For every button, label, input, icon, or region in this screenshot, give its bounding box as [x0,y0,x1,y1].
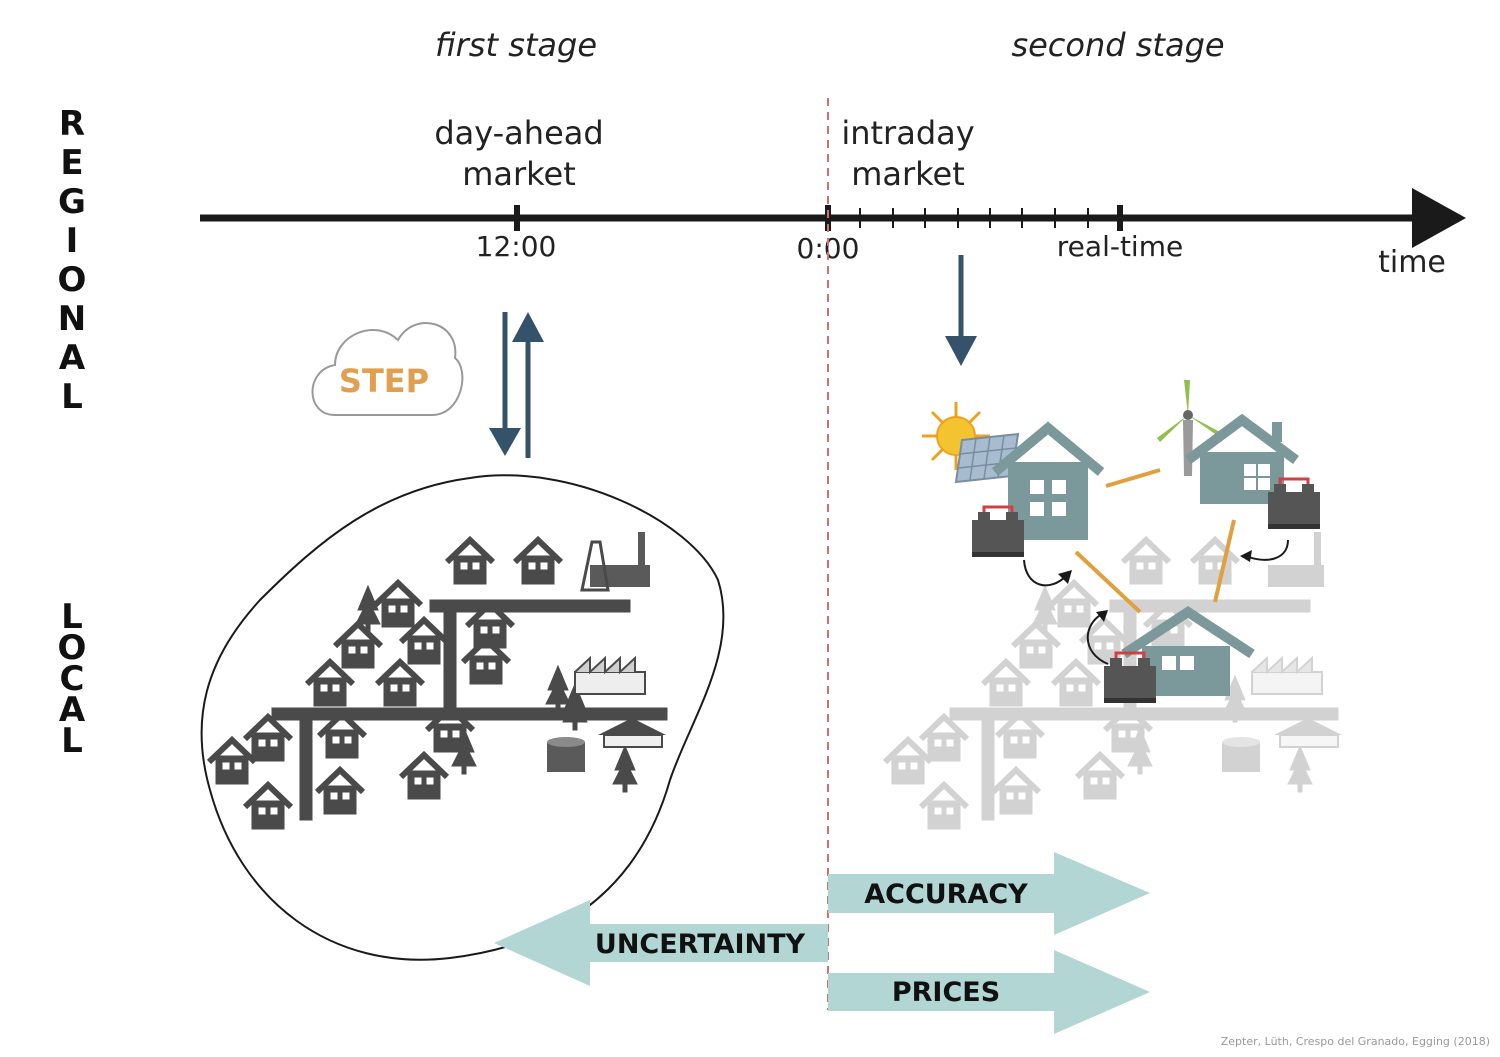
time-axis-label: time [1378,245,1446,280]
house-icon [921,717,967,761]
tree-icon [612,745,638,793]
tick-label-midnight: 0:00 [797,232,860,265]
second-stage-label: second stage [1011,26,1224,64]
house-icon [209,740,255,784]
house-icon [317,770,363,814]
house-icon [993,770,1039,814]
cloud-icon [311,322,464,416]
village-roads [271,599,668,821]
house-icon [375,583,421,627]
battery-icon [970,505,1026,559]
local-community-outline [200,474,725,961]
step-label: STEP [339,362,429,400]
intraday-label-line1: intraday [841,114,974,152]
house-icon [447,540,493,584]
curved-arrow-heads [1058,550,1252,622]
tree-icon [1287,745,1313,793]
faded-village [885,532,1342,829]
first-stage-label: first stage [435,26,597,64]
house-icon [1121,606,1255,696]
timeline-axis [200,188,1466,248]
house-icon [983,662,1029,706]
house-icon [997,714,1043,758]
house-icon [1192,540,1238,584]
uncertainty-label: UNCERTAINTY [595,929,806,960]
house-icon [1185,413,1299,504]
house-icon [319,714,365,758]
house-icon [921,785,967,829]
dark-village [209,532,668,829]
accuracy-arrow [828,852,1150,935]
intraday-label-line2: market [851,155,965,193]
up-arrow-icon [512,312,544,458]
curved-arrow-icons [1023,539,1289,665]
tick-label-noon: 12:00 [476,230,557,263]
house-icon [1053,662,1099,706]
day-ahead-label-line2: market [462,155,576,193]
accuracy-label: ACCURACY [864,879,1028,910]
storage-tank-icon [547,737,585,772]
storage-tank-icon [1222,737,1260,772]
tick-label-realtime: real-time [1057,230,1183,263]
factory-icon [1268,532,1324,587]
house-icon [245,717,291,761]
factory-icon [580,532,650,592]
house-icon [885,740,931,784]
house-icon [401,755,447,799]
house-icon [377,662,423,706]
battery-icon [1266,477,1322,531]
house-icon [335,624,381,668]
factory-icon [1251,655,1323,695]
house-icon [1123,540,1169,584]
factory-icon [574,655,646,695]
credit-text: Zepter, Lüth, Crespo del Granado, Egging… [1221,1035,1490,1048]
uncertainty-arrow [494,900,828,986]
down-arrow-icon [489,312,521,456]
wind-turbine-icon [1157,380,1220,476]
house-icon [1077,755,1123,799]
day-ahead-label-line1: day-ahead [434,114,603,152]
house-icon [1051,583,1097,627]
intraday-down-arrow-icon [945,255,977,366]
house-icon [1013,624,1059,668]
energy-links [1074,468,1236,614]
prices-label: PRICES [892,977,1000,1008]
warehouse-icon [1274,718,1342,748]
warehouse-icon [598,718,666,748]
house-icon [515,540,561,584]
prices-arrow [828,950,1150,1034]
house-icon [245,785,291,829]
house-icon [307,662,353,706]
